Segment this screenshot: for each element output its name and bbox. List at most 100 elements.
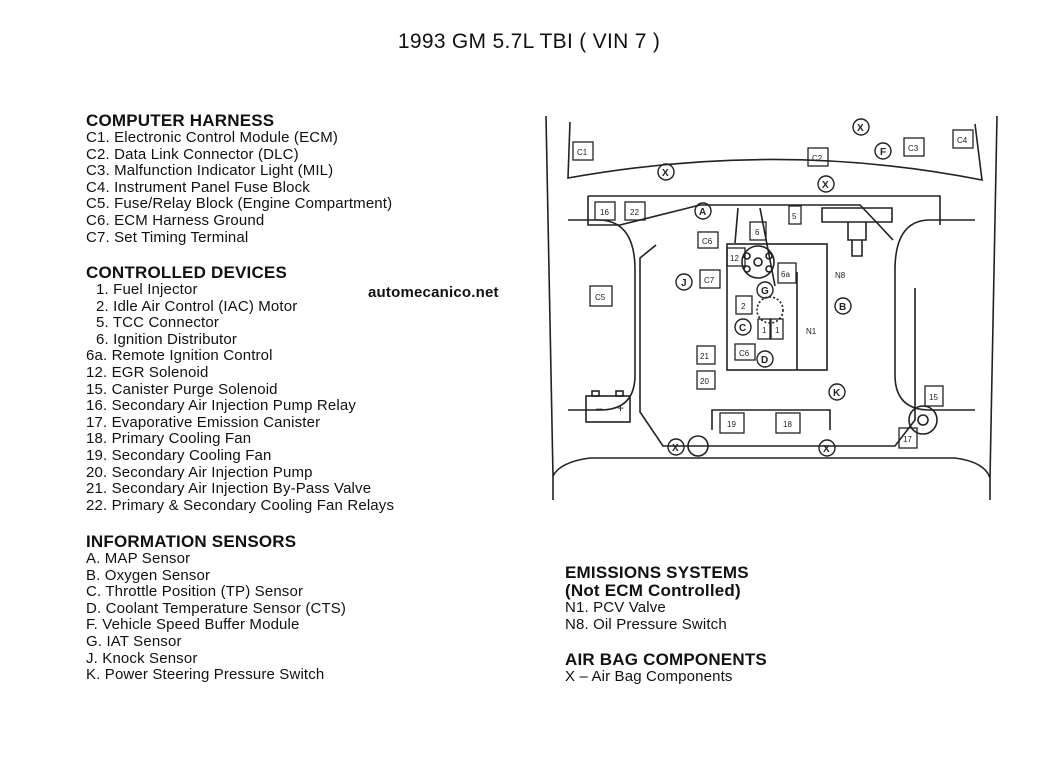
battery-terminal: [615, 390, 624, 397]
airbag-x-label: X: [822, 180, 829, 191]
c7-box: [699, 269, 721, 289]
component-20-box: [696, 370, 716, 390]
cowl-outline: [567, 121, 983, 181]
computer-harness-section: COMPUTER HARNESS C1. Electronic Control …: [86, 112, 392, 246]
information-sensors-list: A. MAP Sensor B. Oxygen Sensor C. Thrott…: [86, 550, 347, 684]
sensor-j-circle: [675, 273, 693, 291]
battery-minus-label: –: [596, 401, 603, 415]
component-5-label: 5: [792, 212, 797, 221]
component-18-box: [775, 412, 801, 434]
list-item: C6. ECM Harness Ground: [86, 211, 265, 229]
airbag-x-label: X: [662, 168, 669, 179]
c2-label: C2: [812, 154, 823, 163]
list-item: 22. Primary & Secondary Cooling Fan Rela…: [86, 496, 395, 514]
front-bumper-outline: [552, 457, 991, 500]
leader-line: [734, 207, 776, 287]
airbag-x-label: X: [672, 443, 679, 454]
component-1b-box: [770, 318, 784, 340]
sensor-b-circle: [834, 297, 852, 315]
airbag-x-label: X: [857, 123, 864, 134]
diagram-title: 1993 GM 5.7L TBI ( VIN 7 ): [397, 30, 661, 53]
list-item: 19. Secondary Cooling Fan: [86, 446, 272, 464]
list-item: A. MAP Sensor: [86, 550, 191, 567]
n8-label: N8: [835, 271, 846, 280]
component-20-label: 20: [700, 377, 709, 386]
list-item: C3. Malfunction Indicator Light (MIL): [86, 162, 334, 180]
component-1a-label: 1: [762, 326, 767, 335]
airbag-x-circle: [852, 118, 870, 136]
c5-box: [589, 285, 613, 307]
emissions-heading: EMISSIONS SYSTEMS: [565, 563, 749, 582]
engine-bay-outline: [639, 244, 916, 447]
engine-compartment-diagram: – + C1 C2 C3 C4 C5 C6 C6 C7 N1 N8 16 22 …: [545, 115, 998, 500]
list-item: 5. TCC Connector: [96, 314, 220, 332]
list-item: F. Vehicle Speed Buffer Module: [86, 616, 300, 634]
sensor-g-circle: [756, 281, 774, 299]
emissions-list: N1. PCV Valve N8. Oil Pressure Switch: [565, 599, 749, 633]
list-item: N8. Oil Pressure Switch: [565, 615, 727, 633]
component-6a-label: 6a: [781, 270, 790, 279]
n1-label: N1: [806, 327, 817, 336]
airbag-x-label: X: [823, 444, 830, 455]
c6b-label: C6: [739, 349, 750, 358]
distributor-post: [753, 257, 763, 267]
battery: [585, 395, 631, 423]
distributor-cap: [741, 245, 775, 279]
list-item: C4. Instrument Panel Fuse Block: [86, 178, 310, 196]
list-item: C7. Set Timing Terminal: [86, 228, 249, 246]
list-item: C2. Data Link Connector (DLC): [86, 145, 299, 163]
component-21-box: [696, 345, 716, 365]
list-item: B. Oxygen Sensor: [86, 566, 211, 584]
c5-label: C5: [595, 293, 606, 302]
component-16-box: [594, 201, 616, 221]
c4-box: [952, 129, 974, 149]
list-item: N1. PCV Valve: [565, 599, 666, 616]
computer-harness-list: C1. Electronic Control Module (ECM) C2. …: [86, 129, 393, 246]
component-12-label: 12: [730, 254, 739, 263]
component-15-label: 15: [929, 393, 938, 402]
watermark-text: automecanico.net: [368, 284, 499, 301]
airbag-list: X – Air Bag Components: [565, 668, 767, 686]
component-22-label: 22: [630, 208, 639, 217]
component-15-box: [924, 385, 944, 407]
sensor-j-label: J: [681, 278, 687, 289]
c1-box: [572, 141, 594, 161]
list-item: 1. Fuel Injector: [96, 281, 198, 298]
left-wheel-well: [568, 219, 636, 411]
engine-block: [726, 243, 828, 371]
c3-label: C3: [908, 144, 919, 153]
c6-label: C6: [702, 237, 713, 246]
sensor-k-circle: [828, 383, 846, 401]
list-item: X – Air Bag Components: [565, 668, 733, 685]
list-item: C. Throttle Position (TP) Sensor: [86, 583, 304, 601]
list-item: C5. Fuse/Relay Block (Engine Compartment…: [86, 195, 393, 213]
emissions-subheading: (Not ECM Controlled): [565, 581, 741, 600]
component-1a-box: [757, 318, 771, 340]
sensor-a-circle: [694, 202, 712, 220]
airbag-section: AIR BAG COMPONENTS X – Air Bag Component…: [565, 651, 767, 686]
list-item: 6a. Remote Ignition Control: [86, 347, 273, 365]
c6b-box: [734, 343, 756, 361]
list-item: 6. Ignition Distributor: [96, 330, 238, 348]
bottom-round-component: [687, 435, 709, 457]
component-12-box: [726, 247, 746, 267]
component-18-label: 18: [783, 420, 792, 429]
list-item: D. Coolant Temperature Sensor (CTS): [86, 599, 347, 617]
controlled-devices-list: 1. Fuel Injector 2. Idle Air Control (IA…: [86, 281, 395, 514]
component-22-box: [624, 201, 646, 221]
component-6-label: 6: [755, 228, 760, 237]
canister-outline: [908, 405, 938, 435]
engine-frame: [587, 195, 941, 241]
component-2-label: 2: [741, 302, 746, 311]
list-item: 15. Canister Purge Solenoid: [86, 380, 278, 398]
battery-plus-label: +: [617, 401, 624, 415]
component-6a-box: [777, 262, 797, 284]
sensor-c-label: C: [739, 323, 746, 334]
list-item: 2. Idle Air Control (IAC) Motor: [96, 297, 298, 315]
oil-pressure-bracket: [821, 207, 893, 257]
c7-label: C7: [704, 276, 715, 285]
sensor-markers: A B C D F G J K X X X X X: [657, 118, 892, 457]
computer-harness-heading: COMPUTER HARNESS: [86, 111, 275, 130]
airbag-x-circle: [657, 163, 675, 181]
component-19-label: 19: [727, 420, 736, 429]
